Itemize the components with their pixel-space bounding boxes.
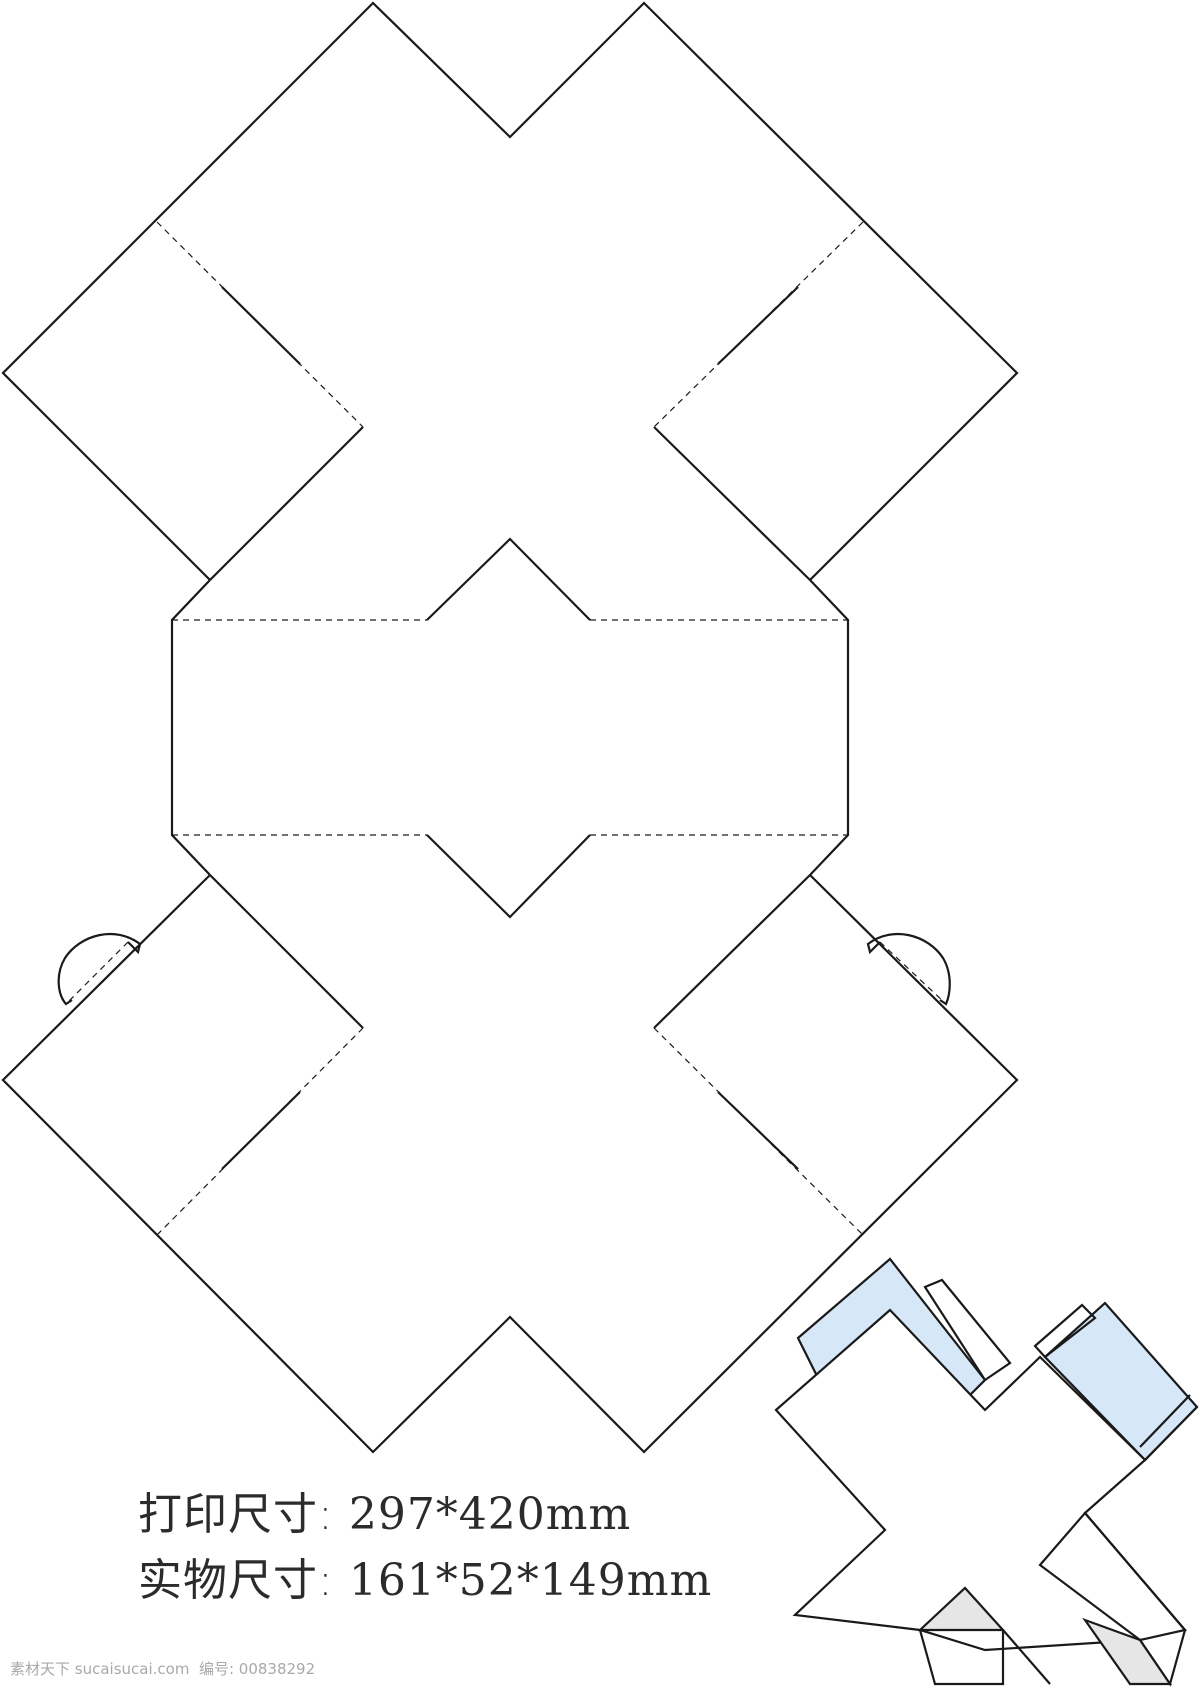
- grey-bottom-face-right: [1082, 1617, 1173, 1686]
- print-size-spec: 打印尺寸: 297*420mm: [138, 1478, 631, 1542]
- actual-size-label: 实物尺寸:: [138, 1555, 334, 1606]
- print-size-label: 打印尺寸:: [138, 1489, 334, 1540]
- upper-x-panel: [1, 1, 1019, 581]
- upper-inner-right-notch: [653, 426, 811, 581]
- upper-inner-left-notch: [209, 426, 364, 581]
- back-flap-left: [923, 1278, 1012, 1382]
- left-ear-tab: [57, 932, 142, 1006]
- center-band-left-edge: [170, 579, 211, 876]
- ear-tabs: [57, 932, 951, 1006]
- folded-right-side: [1038, 1511, 1188, 1642]
- folded-box-illustration: [774, 1257, 1199, 1687]
- center-band: [170, 537, 850, 919]
- watermark: 素材天下 sucaisucai.com 编号: 00838292: [10, 1660, 316, 1678]
- right-ear-tab: [866, 932, 951, 1006]
- lower-inner-right-notch: [653, 874, 811, 1029]
- print-size-value: 297*420mm: [348, 1489, 632, 1540]
- center-bottom-tab: [426, 834, 591, 919]
- center-top-tab: [426, 537, 591, 621]
- upper-outline: [1, 1, 1019, 581]
- grey-bottom-face-left: [917, 1586, 1006, 1632]
- actual-size-value: 161*52*149mm: [348, 1555, 713, 1606]
- back-flap-right: [1033, 1303, 1097, 1359]
- center-band-right-edge: [809, 579, 850, 876]
- lower-inner-left-notch: [209, 874, 364, 1029]
- lower-x-panel: [1, 874, 1019, 1454]
- actual-size-spec: 实物尺寸: 161*52*149mm: [138, 1544, 712, 1608]
- lower-outline: [1, 874, 1019, 1454]
- folded-front-panel: [774, 1308, 1187, 1687]
